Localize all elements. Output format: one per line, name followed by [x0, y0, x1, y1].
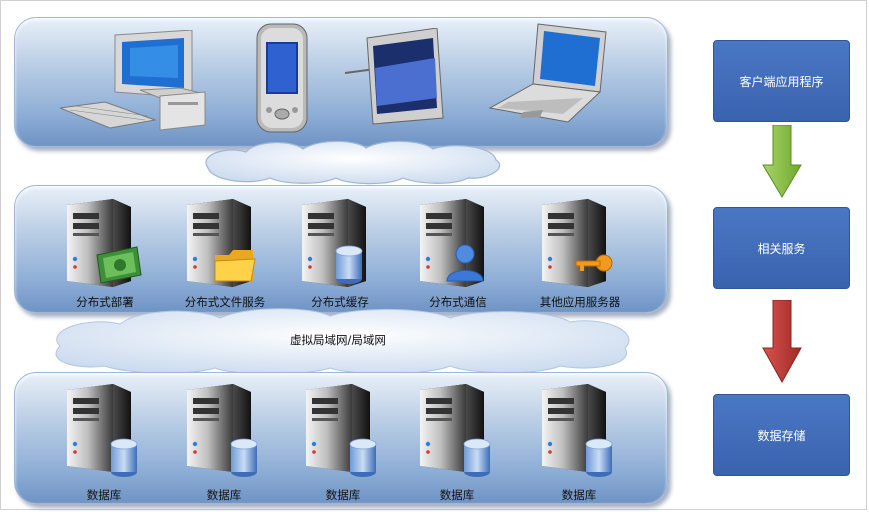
service-label: 分布式缓存: [311, 295, 369, 309]
database-label: 数据库: [561, 488, 597, 502]
database-icon: [229, 436, 259, 480]
database-label: 数据库: [206, 488, 242, 502]
database-icon: [584, 436, 614, 480]
data-storage-box: 数据存储: [713, 394, 850, 476]
related-services-box: 相关服务: [713, 207, 850, 289]
pda-icon: [256, 23, 308, 133]
client-apps-box: 客户端应用程序: [713, 40, 850, 122]
service-label: 分布式部署: [76, 295, 134, 309]
service-label: 分布式通信: [429, 295, 487, 309]
down-arrow-red-icon: [762, 300, 802, 384]
service-label: 其他应用服务器: [539, 295, 621, 309]
key-icon: [575, 254, 613, 272]
down-arrow-green-icon: [762, 125, 802, 198]
network-cloud-upper: [205, 140, 501, 185]
database-label: 数据库: [86, 488, 122, 502]
database-label: 数据库: [439, 488, 475, 502]
network-cloud-lower: [55, 308, 630, 375]
laptop-icon: [488, 23, 607, 123]
service-label: 分布式文件服务: [184, 295, 266, 309]
tablet-icon: [345, 28, 444, 125]
money-icon: [96, 246, 142, 284]
database-icon: [334, 245, 364, 285]
database-icon: [109, 436, 139, 480]
folder-icon: [214, 250, 256, 282]
network-label: 虚拟局域网/局域网: [290, 333, 386, 347]
database-label: 数据库: [325, 488, 361, 502]
user-icon: [446, 244, 484, 282]
database-icon: [348, 436, 378, 480]
desktop-computer-icon: [60, 30, 206, 131]
database-icon: [462, 436, 492, 480]
